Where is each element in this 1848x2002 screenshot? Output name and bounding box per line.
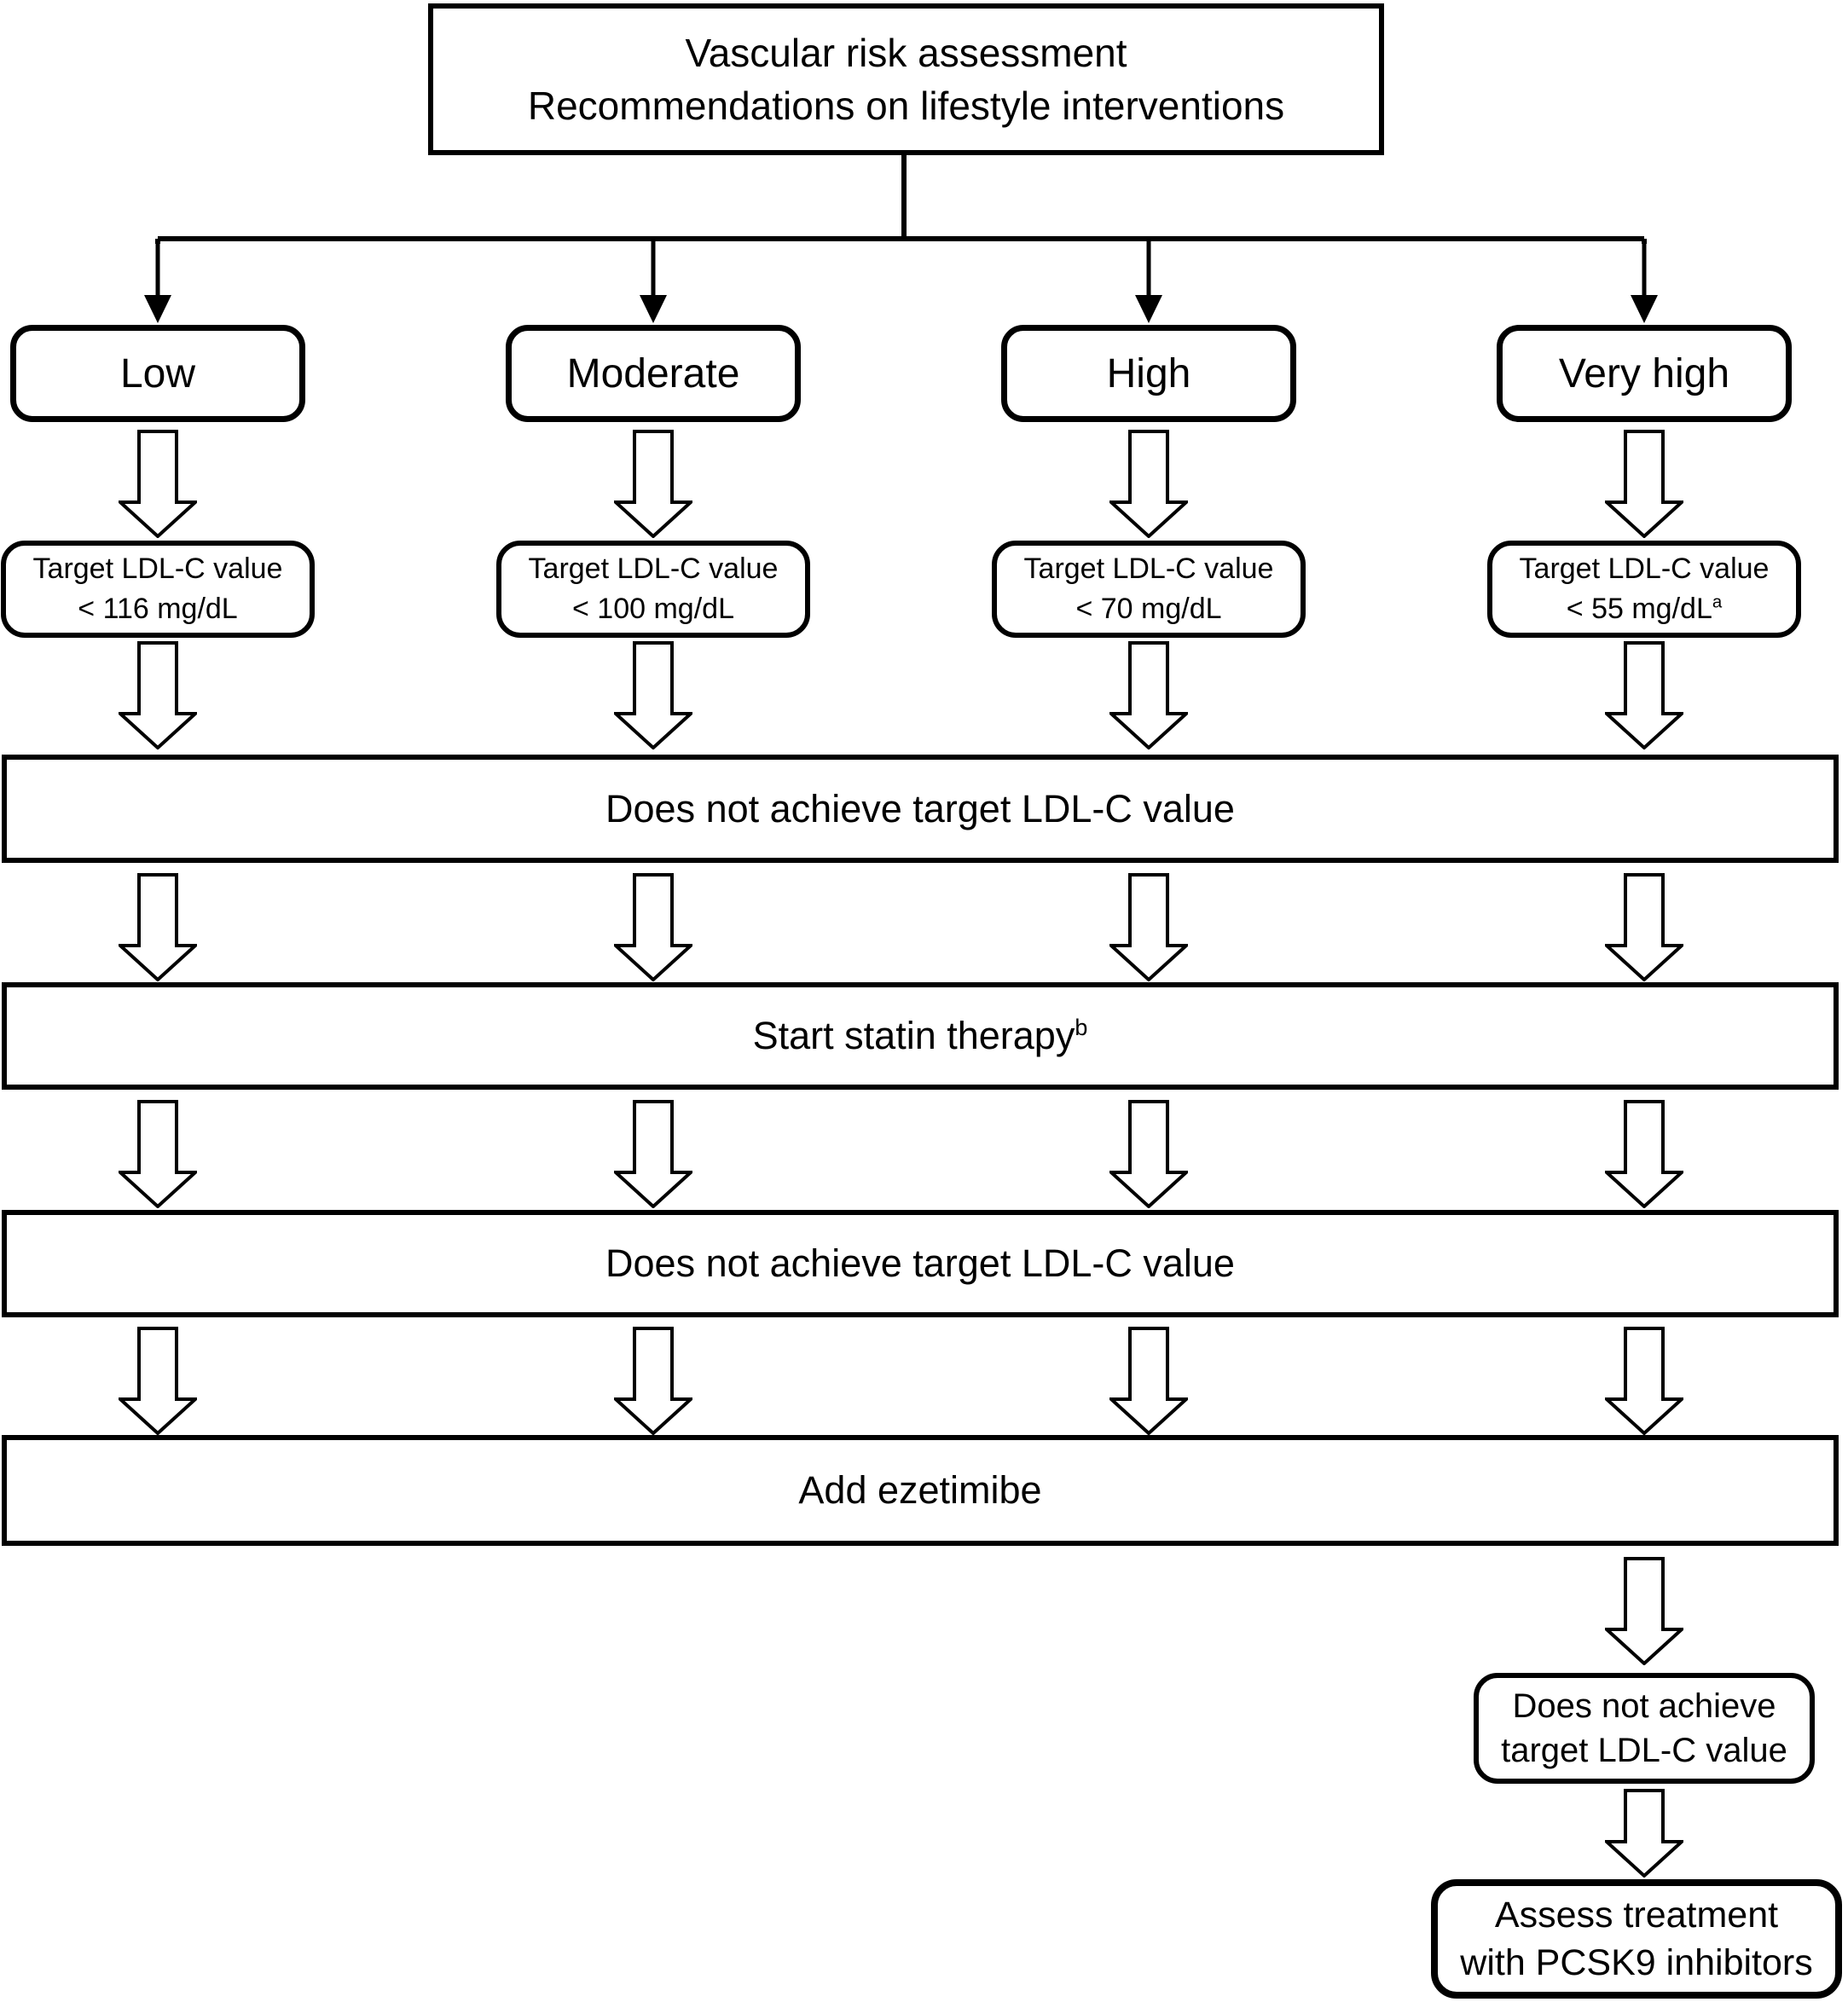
target-line2: < 100 mg/dL [572,593,734,625]
risk-label: Moderate [566,350,740,396]
branch-arrow-low [144,239,171,323]
down-block-arrow [119,1327,197,1435]
target-line2: < 55 mg/dLa [1566,593,1723,625]
step-bar-start-statin: Start statin therapyb [2,982,1839,1090]
title-line1: Vascular risk assessment [685,31,1127,75]
down-block-arrow [119,873,197,981]
down-block-arrow [1605,873,1683,981]
title-box: Vascular risk assessment Recommendations… [428,3,1384,155]
risk-box-very-high: Very high [1497,325,1792,422]
down-block-arrow [119,1100,197,1208]
down-block-arrow [1605,1100,1683,1208]
does-not-achieve-box: Does not achieve target LDL-C value [1474,1673,1815,1784]
down-block-arrow [614,873,692,981]
down-block-arrow [1109,641,1188,749]
down-block-arrow [614,430,692,538]
down-block-arrow [119,430,197,538]
pcsk9-line2: with PCSK9 inhibitors [1460,1942,1813,1983]
target-ldl-box-low: Target LDL-C value < 116 mg/dL [1,541,315,638]
risk-box-moderate: Moderate [506,325,801,422]
pcsk9-line1: Assess treatment [1494,1895,1779,1935]
target-line1: Target LDL-C value [528,553,779,585]
target-line2: < 116 mg/dL [78,593,238,625]
branch-arrow-moderate [640,239,667,323]
footnote-marker: a [1712,593,1723,612]
branch-arrow-high [1135,239,1162,323]
down-block-arrow [614,1100,692,1208]
step-label: Add ezetimibe [798,1468,1042,1512]
title-line2: Recommendations on lifestyle interventio… [527,84,1285,128]
target-line1: Target LDL-C value [32,553,283,585]
step-label: Start statin therapyb [752,1014,1088,1057]
footnote-marker: b [1075,1015,1088,1040]
risk-label: Low [119,350,196,396]
down-block-arrow [614,641,692,749]
down-block-arrow [1109,1100,1188,1208]
does-not-achieve-line2: target LDL-C value [1501,1732,1787,1769]
step-label: Does not achieve target LDL-C value [605,786,1235,830]
risk-box-high: High [1001,325,1296,422]
down-block-arrow [1605,430,1683,538]
step-bar-does-not-achieve-1: Does not achieve target LDL-C value [2,755,1839,863]
down-block-arrow [1109,1327,1188,1435]
risk-label: High [1106,350,1191,396]
down-block-arrow [1109,430,1188,538]
step-label: Does not achieve target LDL-C value [605,1241,1235,1285]
down-block-arrow [1605,1789,1683,1878]
does-not-achieve-line1: Does not achieve [1512,1687,1776,1725]
down-block-arrow [119,641,197,749]
down-block-arrow [1605,1557,1683,1665]
target-line1: Target LDL-C value [1023,553,1274,585]
risk-box-low: Low [10,325,305,422]
target-line2: < 70 mg/dL [1075,593,1222,625]
step-bar-add-ezetimibe: Add ezetimibe [2,1435,1839,1546]
target-ldl-box-moderate: Target LDL-C value < 100 mg/dL [496,541,810,638]
step-bar-does-not-achieve-2: Does not achieve target LDL-C value [2,1210,1839,1317]
down-block-arrow [1605,1327,1683,1435]
target-ldl-box-high: Target LDL-C value < 70 mg/dL [992,541,1306,638]
down-block-arrow [1109,873,1188,981]
target-line1: Target LDL-C value [1519,553,1770,585]
down-block-arrow [1605,641,1683,749]
down-block-arrow [614,1327,692,1435]
target-ldl-box-very-high: Target LDL-C value < 55 mg/dLa [1487,541,1801,638]
branch-connector [144,155,1658,323]
risk-label: Very high [1558,350,1730,396]
branch-arrow-very-high [1631,239,1658,323]
pcsk9-box: Assess treatment with PCSK9 inhibitors [1431,1879,1842,1999]
